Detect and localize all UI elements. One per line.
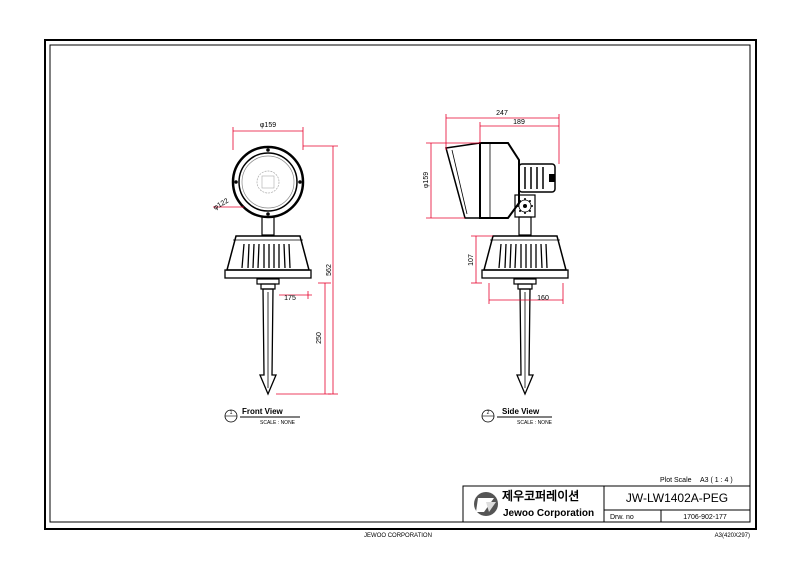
front-screw <box>298 180 302 184</box>
company-name-english: Jewoo Corporation <box>503 508 594 519</box>
front-led-chip <box>261 175 275 189</box>
drw-no-value: 1706-902-177 <box>683 514 727 521</box>
plot-scale-label: Plot Scale <box>660 477 692 484</box>
company-name-korean: 제우코퍼레이션 <box>502 488 579 503</box>
front-head-dia-dim: φ159 <box>260 122 276 129</box>
side-housing <box>483 235 567 271</box>
front-housing <box>226 235 310 271</box>
side-dimensions <box>426 114 564 304</box>
front-housing-base <box>224 269 312 279</box>
front-view-title: Front View <box>242 407 284 416</box>
side-stake <box>516 288 534 396</box>
front-screw <box>266 212 270 216</box>
front-view-label: 1 Front View SCALE : NONE <box>224 407 300 426</box>
side-visor <box>445 142 481 219</box>
front-collar <box>256 278 280 285</box>
front-view-scale: SCALE : NONE <box>260 420 296 426</box>
front-led <box>256 170 280 194</box>
side-view-title: Side View <box>502 407 540 416</box>
front-screw <box>266 148 270 152</box>
front-head-outer <box>231 145 305 219</box>
footer-paper-size: A3(420X297) <box>715 533 750 539</box>
front-view <box>224 145 312 396</box>
model-number: JW-LW1402A-PEG <box>626 491 728 505</box>
side-view <box>445 142 569 396</box>
front-head-lens <box>238 152 298 212</box>
front-screw <box>234 180 238 184</box>
side-view-label: 2 Side View SCALE : NONE <box>481 407 553 426</box>
side-body <box>479 142 520 219</box>
side-view-scale: SCALE : NONE <box>517 420 553 426</box>
front-base-width-dim: 175 <box>284 295 296 302</box>
outer-border <box>44 39 757 530</box>
side-head-dia-dim: φ159 <box>423 172 430 188</box>
front-lens-dia-dim: φ122 <box>212 198 230 212</box>
front-stake-len-dim: 250 <box>316 332 323 344</box>
svg-text:2: 2 <box>487 410 490 416</box>
side-base-height-dim: 107 <box>468 254 475 266</box>
plot-scale-value: A3 ( 1 : 4 ) <box>700 477 733 484</box>
footer-company: JEWOO CORPORATION <box>364 533 432 539</box>
svg-text:1: 1 <box>230 410 233 416</box>
drw-no-label: Drw. no <box>610 514 634 521</box>
side-overall-width-dim: 247 <box>496 110 508 117</box>
inner-border <box>49 44 751 523</box>
front-total-height-dim: 562 <box>326 264 333 276</box>
company-logo <box>474 492 498 516</box>
front-head-inner <box>241 155 295 209</box>
front-dimensions <box>213 127 338 395</box>
title-block: Plot Scale A3 ( 1 : 4 ) 제우코퍼레이션 Jewoo Co… <box>462 477 751 523</box>
side-body-width-dim: 189 <box>513 119 525 126</box>
front-neck <box>261 216 275 236</box>
front-stake <box>259 288 277 396</box>
side-base-width-dim: 160 <box>537 295 549 302</box>
